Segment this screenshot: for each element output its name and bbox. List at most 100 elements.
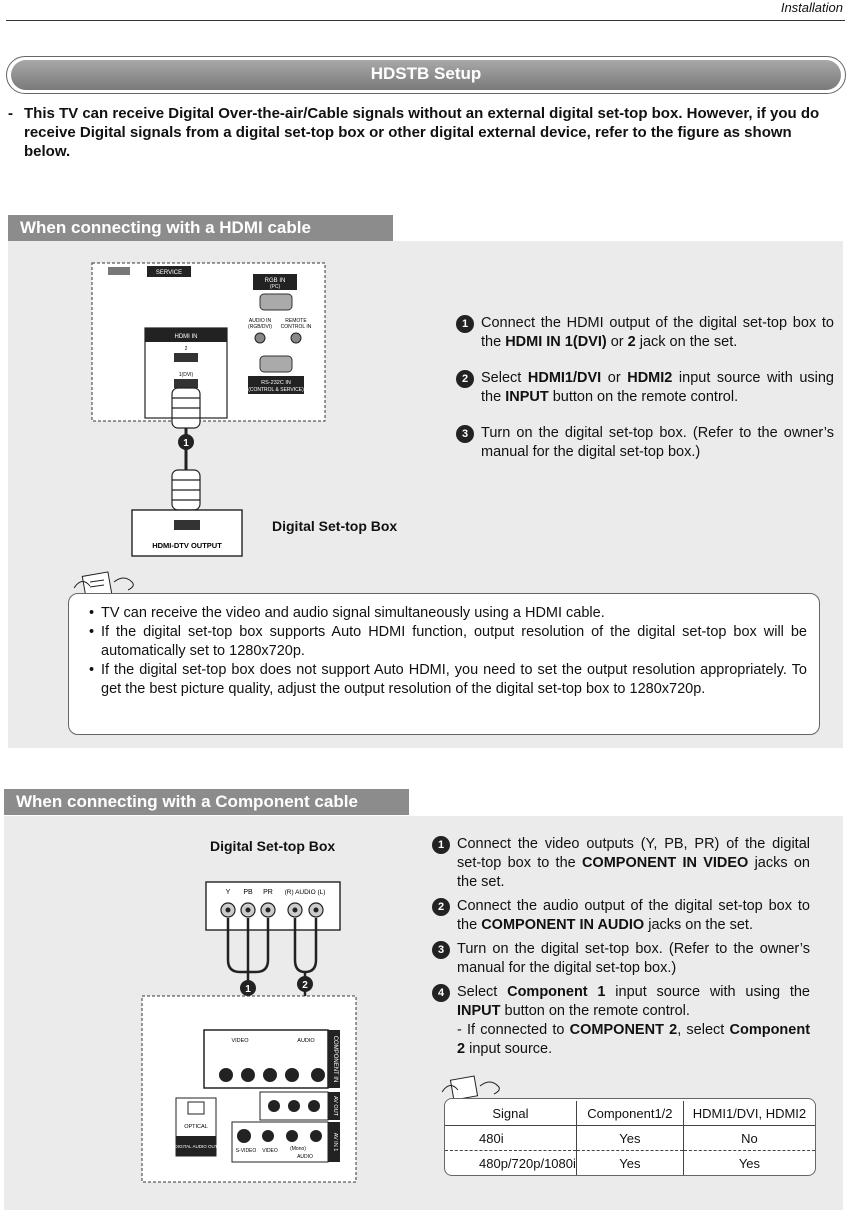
note-item: TV can receive the video and audio signa… (85, 604, 807, 623)
table-row: 480i Yes No (445, 1125, 815, 1151)
component-in-tag (328, 1030, 340, 1088)
pr-label: PR (263, 889, 273, 896)
intro-paragraph: - This TV can receive Digital Over-the-a… (8, 104, 838, 161)
step-number: 3 (456, 425, 474, 443)
component-stb-label: Digital Set-top Box (210, 838, 336, 854)
video-label: VIDEO (231, 1038, 249, 1044)
rgb-in-label-box (253, 274, 297, 290)
step-text: Turn on the digital set-top box. (Refer … (481, 425, 834, 460)
service-label: SERVICE (156, 270, 182, 276)
substep-dash: - If connected to (457, 1022, 565, 1038)
video2-label: VIDEO (262, 1148, 278, 1154)
rs232-label: RS-232C IN (261, 380, 291, 386)
pb-label: PB (243, 889, 253, 896)
set-top-box (131, 509, 243, 557)
table-cell: 480i (445, 1125, 577, 1151)
table-cell: Yes (682, 1150, 815, 1175)
rgb-in-label: RGB IN (265, 278, 286, 284)
rs232-port (259, 355, 293, 373)
hdmi-stb-label: Digital Set-top Box (272, 518, 398, 534)
step-number: 4 (432, 984, 450, 1002)
av-out-label: AV OUT (332, 1096, 338, 1117)
remote-label-2: CONTROL IN (281, 324, 312, 330)
rgb-port (259, 293, 293, 311)
table-header-row: Signal Component1/2 HDMI1/DVI, HDMI2 (445, 1101, 815, 1126)
stb-hdmi-port (174, 520, 200, 530)
audio-in-label: AUDIO IN (249, 318, 272, 324)
pc-label: (PC) (270, 284, 281, 290)
audio-lbl: AUDIO (297, 1038, 315, 1044)
note-item: If the digital set-top box does not supp… (85, 661, 807, 699)
substep-mid: , select (677, 1022, 725, 1038)
note-item: If the digital set-top box supports Auto… (85, 623, 807, 661)
cable-marker-1 (240, 980, 256, 996)
hdmi-step-1: 1 Connect the HDMI output of the digital… (456, 314, 834, 352)
audio-label: (R) AUDIO (L) (285, 889, 326, 896)
rs232-label-2: (CONTROL & SERVICE) (248, 387, 304, 393)
service-port (108, 267, 130, 275)
audio-in-label-2: (RGB/DVI) (248, 324, 272, 330)
av-in-box (231, 1121, 329, 1163)
step-text: Connect the audio output of the digital … (457, 898, 810, 933)
av-in-tag (328, 1122, 340, 1162)
remote-jack (290, 332, 302, 344)
cable-number-2: 2 (302, 980, 308, 991)
hdmi-connection-diagram: SERVICE RGB IN (PC) AUDIO IN (RGB/DVI) R… (91, 262, 326, 557)
component-jacks (219, 1068, 325, 1082)
component-steps: 1 Connect the video outputs (Y, PB, PR) … (432, 835, 810, 1059)
table-header: Component1/2 (575, 1101, 684, 1126)
digital-audio-out-label: DIGITAL AUDIO OUT (174, 1144, 217, 1149)
table-row: 480p/720p/1080i Yes Yes (445, 1150, 815, 1175)
header-rule (6, 20, 845, 21)
cable-number: 1 (183, 438, 189, 449)
substep-end: input source. (465, 1041, 553, 1057)
audio-in-jack (254, 332, 266, 344)
substep-bold-2: Component 2 (457, 1022, 811, 1057)
hdmi-cable-plug-top (171, 387, 201, 429)
step-text: Turn on the digital set-top box. (Refer … (457, 941, 810, 976)
step-number: 3 (432, 941, 450, 959)
step-text: Select HDMI1/DVI or HDMI2 input source w… (481, 370, 834, 405)
table-cell: Yes (575, 1125, 684, 1151)
component-step-3: 3 Turn on the digital set-top box. (Refe… (432, 940, 810, 978)
stb-jack-centers (225, 907, 319, 913)
optical-label: OPTICAL (184, 1124, 208, 1130)
note-icon (73, 571, 134, 599)
intro-dash: - (8, 105, 13, 122)
service-label-box (147, 266, 191, 277)
hdmi-notes-box: TV can receive the video and audio signa… (68, 593, 820, 735)
rs232-label-box (248, 376, 304, 394)
signal-table-box: Signal Component1/2 HDMI1/DVI, HDMI2 480… (444, 1098, 816, 1176)
hdmi-port-2 (174, 353, 198, 362)
component-step-1: 1 Connect the video outputs (Y, PB, PR) … (432, 835, 810, 892)
cable-number-1: 1 (245, 984, 251, 995)
av-out-tag (328, 1092, 340, 1120)
mono-label: (Mono) (290, 1146, 306, 1152)
step-number: 2 (456, 370, 474, 388)
hdmi-port-1-label: 1(DVI) (179, 372, 194, 378)
component-connection-diagram: Y PB PR (R) AUDIO (L) 1 2 VIDEO AUDIO CO… (141, 881, 357, 1183)
table-header: HDMI1/DVI, HDMI2 (682, 1101, 815, 1126)
intro-text: This TV can receive Digital Over-the-air… (24, 105, 820, 160)
table-header: Signal (492, 1105, 529, 1121)
page-section-label: Installation (780, 0, 843, 15)
svideo-label: S-VIDEO (236, 1148, 257, 1154)
hdmi-steps: 1 Connect the HDMI output of the digital… (456, 314, 834, 462)
page-title: HDSTB Setup (11, 60, 841, 90)
step-text: Connect the HDMI output of the digital s… (481, 315, 834, 350)
stb-port-label: HDMI-DTV OUTPUT (152, 541, 222, 550)
hdmi-in-label: HDMI IN (175, 334, 198, 340)
step-text: Select Component 1 input source with usi… (457, 984, 810, 1019)
digital-audio-tag (176, 1136, 216, 1156)
component-in-label: COMPONENT IN (332, 1036, 338, 1083)
substep-bold-1: COMPONENT 2 (569, 1022, 678, 1038)
hdmi-section-heading: When connecting with a HDMI cable (8, 215, 393, 241)
signal-table: Signal Component1/2 HDMI1/DVI, HDMI2 480… (445, 1101, 815, 1175)
hdmi-step-2: 2 Select HDMI1/DVI or HDMI2 input source… (456, 369, 834, 407)
av-in-jacks (237, 1129, 322, 1143)
component-step-4: 4 Select Component 1 input source with u… (432, 983, 810, 1021)
remote-label: REMOTE (285, 318, 307, 324)
component-substep: - If connected to COMPONENT 2, select Co… (457, 1021, 810, 1059)
step-text: Connect the video outputs (Y, PB, PR) of… (457, 836, 810, 890)
hdmi-step-3: 3 Turn on the digital set-top box. (Refe… (456, 424, 834, 462)
